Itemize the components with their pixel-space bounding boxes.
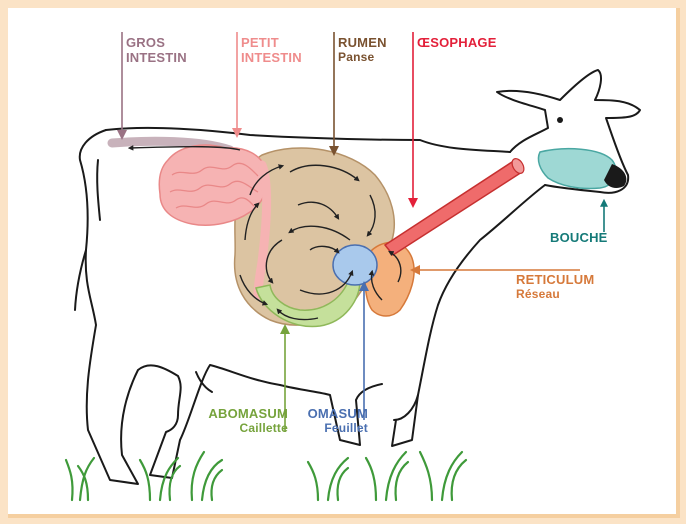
- label-petit-intestin: PETIT INTESTIN: [241, 35, 302, 65]
- label-gros-intestin: GROS INTESTIN: [126, 35, 187, 65]
- gros-intestin-line2: INTESTIN: [126, 50, 187, 65]
- omasum-organ: [333, 245, 377, 285]
- diagram-frame: GROS INTESTIN PETIT INTESTIN RUMEN Panse…: [8, 8, 680, 518]
- label-abomasum: ABOMASUM Caillette: [196, 406, 288, 436]
- cow-digestive-diagram: [8, 8, 676, 514]
- label-reticulum: RETICULUM Réseau: [516, 272, 594, 302]
- label-oesophage: ŒSOPHAGE: [417, 35, 497, 50]
- rumen-name: RUMEN: [338, 35, 387, 50]
- oesophagus-organ: [385, 160, 522, 255]
- abomasum-sub: Caillette: [196, 421, 288, 436]
- mouth-region: [538, 149, 616, 189]
- omasum-sub: Feuillet: [298, 421, 368, 436]
- label-bouche: BOUCHE: [550, 230, 608, 245]
- grass-tufts: [66, 452, 466, 500]
- petit-intestin-line1: PETIT: [241, 35, 302, 50]
- reticulum-name: RETICULUM: [516, 272, 594, 287]
- abomasum-name: ABOMASUM: [196, 406, 288, 421]
- label-rumen: RUMEN Panse: [338, 35, 387, 65]
- gros-intestin-line1: GROS: [126, 35, 187, 50]
- reticulum-sub: Réseau: [516, 287, 594, 302]
- petit-intestin-line2: INTESTIN: [241, 50, 302, 65]
- label-omasum: OMASUM Feuillet: [298, 406, 368, 436]
- bouche-name: BOUCHE: [550, 230, 608, 245]
- omasum-name: OMASUM: [298, 406, 368, 421]
- rumen-sub: Panse: [338, 50, 387, 65]
- cow-eye: [557, 117, 563, 123]
- oesophage-name: ŒSOPHAGE: [417, 35, 497, 50]
